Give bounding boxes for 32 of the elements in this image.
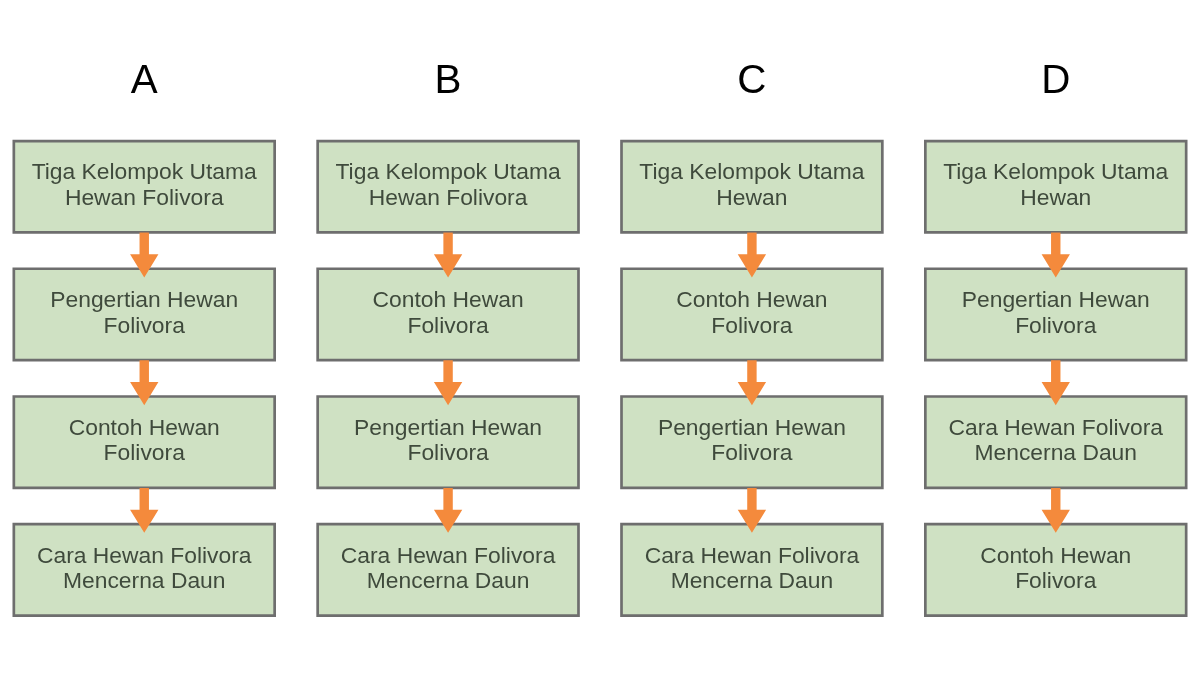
arrow	[1041, 359, 1070, 405]
node-box: Pengertian Hewan Folivora	[620, 394, 884, 489]
node-box: Contoh Hewan Folivora	[620, 266, 884, 362]
arrow	[433, 232, 463, 277]
label: D	[1041, 55, 1071, 102]
label: B	[434, 55, 462, 102]
node-box: Pengertian Hewan Folivora	[924, 266, 1188, 362]
label: C	[737, 55, 767, 102]
label: A	[130, 55, 158, 102]
node-box: Cara Hewan Folivora Mencerna Daun	[12, 522, 276, 617]
node-box: Pengertian Hewan Folivora	[316, 394, 580, 489]
arrow	[737, 487, 767, 533]
arrow	[130, 232, 159, 277]
arrow	[130, 487, 159, 533]
arrow	[1041, 487, 1070, 533]
node-box: Cara Hewan Folivora Mencerna Daun	[924, 394, 1188, 489]
arrow	[1041, 232, 1070, 277]
arrow	[433, 487, 463, 533]
arrow	[737, 232, 767, 277]
arrow	[433, 359, 463, 405]
node-box: Tiga Kelompok Utama Hewan	[924, 139, 1188, 234]
node-box: Tiga Kelompok Utama Hewan	[620, 139, 884, 234]
arrow	[737, 359, 767, 405]
node-box: Cara Hewan Folivora Mencerna Daun	[620, 522, 884, 617]
node-box: Tiga Kelompok Utama Hewan Folivora	[12, 139, 276, 234]
node-box: Tiga Kelompok Utama Hewan Folivora	[316, 139, 580, 234]
arrow	[130, 359, 159, 405]
node-box: Pengertian Hewan Folivora	[12, 266, 276, 362]
node-box: Contoh Hewan Folivora	[924, 522, 1188, 617]
node-box: Contoh Hewan Folivora	[316, 266, 580, 362]
node-box: Cara Hewan Folivora Mencerna Daun	[316, 522, 580, 617]
node-box: Contoh Hewan Folivora	[12, 394, 276, 489]
